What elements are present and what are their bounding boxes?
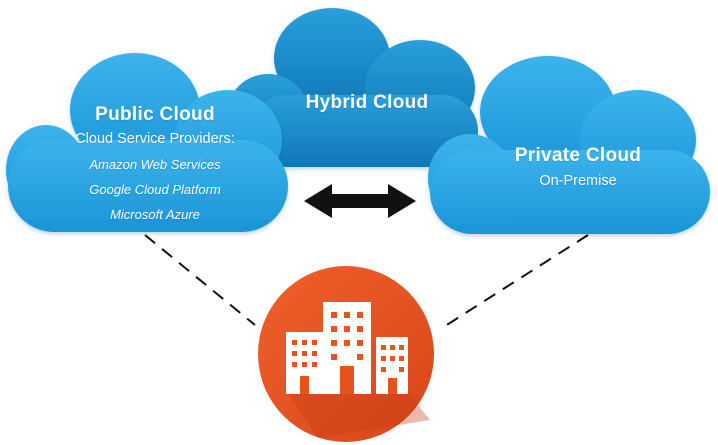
public-cloud-title: Public Cloud [95, 104, 215, 125]
public-cloud-subtitle: Cloud Service Providers: [75, 131, 235, 147]
private-cloud-subtitle: On-Premise [539, 173, 617, 189]
provider-google-cloud-platform: Google Cloud Platform [89, 182, 221, 197]
private-cloud-connector [441, 234, 589, 329]
double-arrow-icon [304, 184, 416, 218]
hybrid-cloud-title: Hybrid Cloud [305, 92, 429, 113]
private-cloud-shape [428, 56, 710, 234]
private-cloud-title: Private Cloud [514, 145, 642, 166]
provider-amazon-web-services: Amazon Web Services [89, 157, 221, 172]
provider-microsoft-azure: Microsoft Azure [110, 207, 200, 222]
public-cloud-connector [144, 234, 256, 326]
office-buildings-icon [258, 266, 434, 442]
public-cloud-shape [6, 53, 288, 232]
